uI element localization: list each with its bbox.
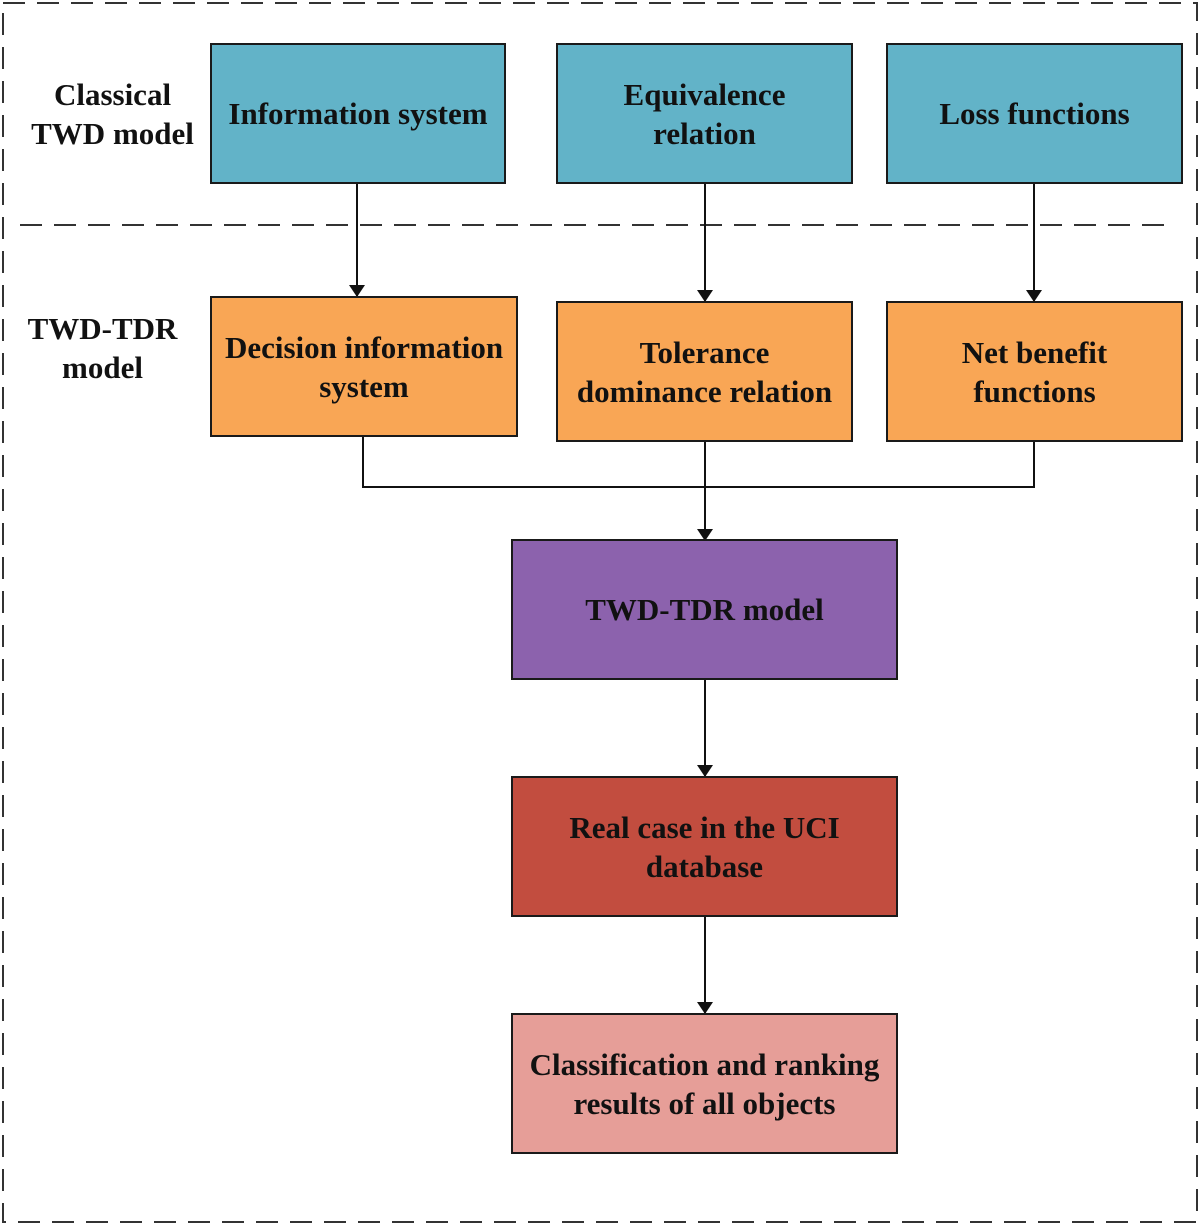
node-twd-tdr-model: TWD-TDR model — [511, 539, 898, 680]
group-label-twd-tdr: TWD-TDR model — [27, 311, 178, 385]
node-equivalence-relation: Equivalence relation — [556, 43, 853, 184]
node-loss-functions: Loss functions — [886, 43, 1183, 184]
node-decision-information-system: Decision information system — [210, 296, 518, 437]
node-net-benefit-functions: Net benefit functions — [886, 301, 1183, 442]
group-label-classical: Classical TWD model — [31, 77, 194, 151]
node-classification-results: Classification and ranking results of al… — [511, 1013, 898, 1154]
node-information-system: Information system — [210, 43, 506, 184]
node-real-case-uci: Real case in the UCI database — [511, 776, 898, 917]
node-tolerance-dominance-relation: Tolerance dominance relation — [556, 301, 853, 442]
edge-merge-connector — [362, 436, 1035, 488]
